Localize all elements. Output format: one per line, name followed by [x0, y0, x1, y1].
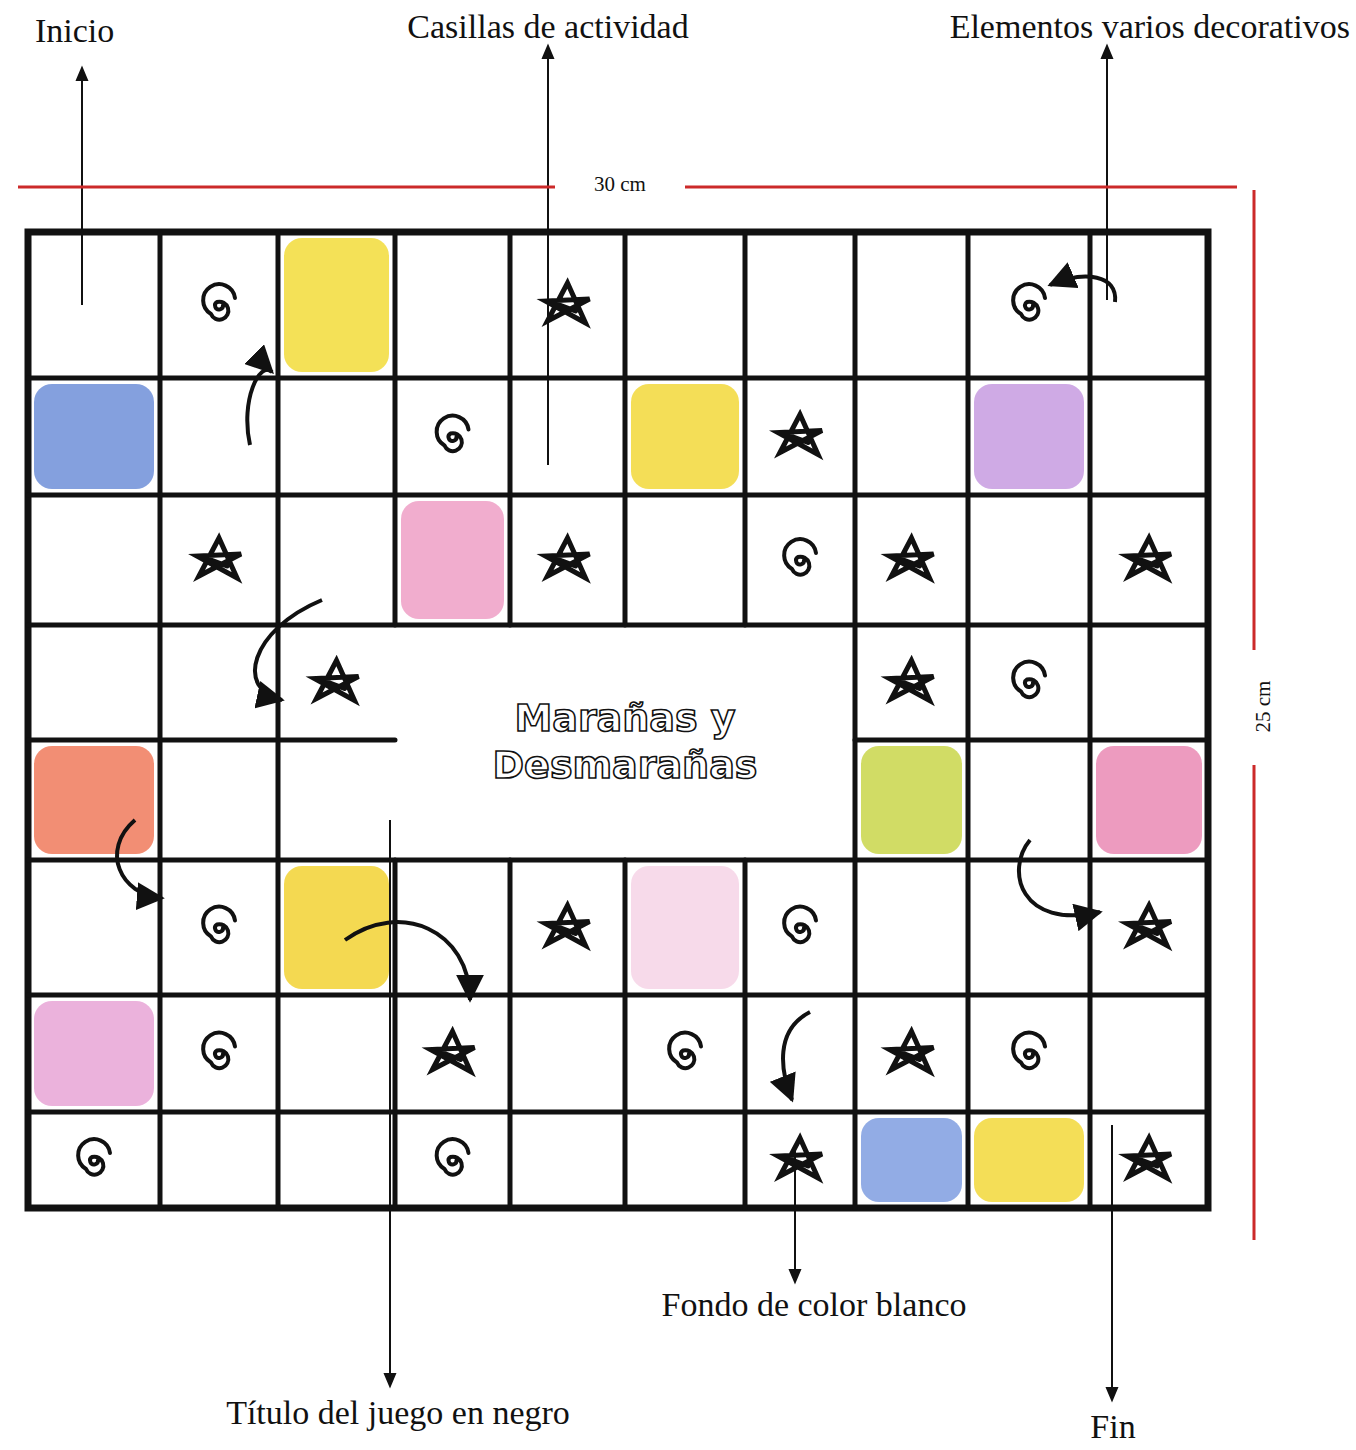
dimension-lines [18, 187, 1254, 1240]
dimension-label: 30 cm [594, 173, 646, 196]
spiral-symbol [78, 1139, 110, 1174]
star-scribble [546, 538, 590, 578]
colored-cell [974, 384, 1084, 489]
star-scribble [778, 415, 822, 455]
colored-cell [284, 238, 389, 372]
spiral-symbol [203, 907, 235, 942]
star-scribble [431, 1032, 475, 1072]
star-scribble [890, 538, 934, 578]
spiral-symbol [1013, 662, 1045, 697]
colored-cell [861, 1118, 962, 1202]
star-scribble [1127, 906, 1171, 946]
callout-label: Fondo de color blanco [662, 1286, 967, 1323]
spiral-symbol [203, 1033, 235, 1068]
star-scribble [1127, 1138, 1171, 1178]
star-scribble [890, 661, 934, 701]
star-scribble [778, 1138, 822, 1178]
spiral-symbol [437, 416, 469, 451]
colored-cell [34, 746, 154, 854]
game-title: Marañas y Desmarañas [485, 695, 765, 790]
spiral-symbol [784, 907, 816, 942]
callout-label: Casillas de actividad [407, 8, 688, 45]
spiral-symbol [437, 1139, 469, 1174]
spiral-symbol [203, 284, 235, 319]
spiral-symbol [1013, 1033, 1045, 1068]
star-scribble [197, 538, 241, 578]
colored-cell [861, 746, 962, 854]
colored-cell [974, 1118, 1084, 1202]
star-scribble [546, 906, 590, 946]
colored-cells [34, 238, 1202, 1202]
colored-cell [1096, 746, 1202, 854]
leader-lines [77, 46, 1117, 1400]
callout-label: Fin [1090, 1408, 1135, 1445]
colored-cell [631, 384, 739, 489]
colored-cell [631, 866, 739, 989]
star-scribble [1127, 538, 1171, 578]
star-scribble [890, 1032, 934, 1072]
callout-label: Inicio [35, 12, 114, 49]
dimension-label: 25 cm [1252, 679, 1275, 735]
colored-cell [34, 1001, 154, 1106]
callout-label: Elementos varios decorativos [950, 8, 1350, 45]
star-scribble [546, 283, 590, 323]
colored-cell [34, 384, 154, 489]
colored-cell [401, 501, 504, 619]
callout-label: Título del juego en negro [226, 1394, 570, 1431]
board-grid [28, 232, 1208, 1208]
decorations [78, 283, 1171, 1178]
spiral-symbol [1013, 284, 1045, 319]
spiral-symbol [784, 539, 816, 574]
curved-arrows [117, 277, 1115, 1100]
spiral-symbol [669, 1033, 701, 1068]
star-scribble [315, 661, 359, 701]
